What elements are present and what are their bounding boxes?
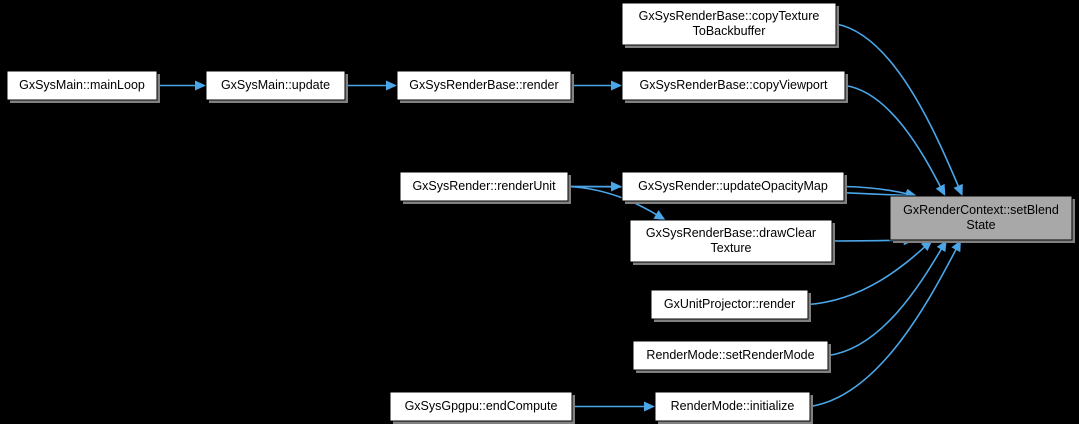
- node-label: RenderMode::setRenderMode: [646, 348, 814, 362]
- node-label: GxRenderContext::setBlend: [903, 203, 1059, 217]
- node-box[interactable]: [629, 219, 833, 263]
- node-label: RenderMode::initialize: [671, 399, 795, 413]
- edge-arrowhead: [953, 183, 963, 196]
- node-box[interactable]: [389, 391, 573, 422]
- node-box[interactable]: [621, 171, 845, 202]
- node-label: GxSysGpgpu::endCompute: [405, 399, 558, 413]
- edge-arrowhead: [935, 183, 946, 196]
- node-label: GxUnitProjector::render: [664, 297, 795, 311]
- node-label: GxSysRenderBase::render: [409, 78, 558, 92]
- node-box[interactable]: [650, 289, 809, 320]
- node-label: GxSysRenderBase::drawClear: [646, 226, 816, 240]
- node-box[interactable]: [621, 70, 846, 101]
- node-label: GxSysMain::mainLoop: [19, 78, 145, 92]
- node-label: Texture: [711, 241, 752, 255]
- node-box[interactable]: [654, 391, 811, 422]
- graph-node-renderUnit[interactable]: GxSysRender::renderUnit: [399, 171, 571, 204]
- edge-arrowhead: [653, 210, 666, 220]
- node-box[interactable]: [621, 2, 837, 46]
- edge-arrowhead: [195, 80, 206, 91]
- node-label: GxSysRenderBase::copyTexture: [639, 9, 820, 23]
- edge-endCompute-to-initialize: [572, 401, 655, 412]
- graph-node-copyViewport[interactable]: GxSysRenderBase::copyViewport: [621, 70, 848, 103]
- graph-node-unitProjectorRender[interactable]: GxUnitProjector::render: [650, 289, 811, 322]
- edge-update-to-renderBaseRender: [345, 80, 397, 91]
- graph-node-mainLoop[interactable]: GxSysMain::mainLoop: [6, 70, 160, 103]
- graph-node-endCompute[interactable]: GxSysGpgpu::endCompute: [389, 391, 575, 424]
- edge-arrowhead: [936, 240, 947, 253]
- edge-mainLoop-to-update: [157, 80, 206, 91]
- edge-arrowhead: [644, 401, 655, 412]
- edge-copyViewport-to-setBlendState: [844, 84, 946, 196]
- node-box[interactable]: [205, 70, 346, 101]
- node-box[interactable]: [889, 195, 1073, 241]
- graph-node-update[interactable]: GxSysMain::update: [205, 70, 348, 103]
- node-label: ToBackbuffer: [693, 24, 766, 38]
- edge-renderBaseRender-to-copyViewport: [571, 80, 622, 91]
- edge-initialize-to-setBlendState: [809, 240, 961, 408]
- graph-node-setRenderMode[interactable]: RenderMode::setRenderMode: [632, 340, 831, 373]
- edge-setRenderMode-to-setBlendState: [827, 240, 947, 357]
- node-box[interactable]: [632, 340, 829, 371]
- node-label: GxSysRenderBase::copyViewport: [639, 78, 828, 92]
- node-box[interactable]: [399, 171, 569, 202]
- edge-copyTextureToBackbuffer-to-setBlendState: [835, 23, 963, 196]
- node-label: GxSysMain::update: [221, 78, 330, 92]
- edge-arrowhead: [611, 80, 622, 91]
- graph-node-initialize[interactable]: RenderMode::initialize: [654, 391, 813, 424]
- graph-node-updateOpacityMap[interactable]: GxSysRender::updateOpacityMap: [621, 171, 847, 204]
- node-box[interactable]: [6, 70, 158, 101]
- edge-arrowhead: [386, 80, 397, 91]
- node-label: GxSysRender::renderUnit: [412, 179, 556, 193]
- graph-node-renderBaseRender[interactable]: GxSysRenderBase::render: [396, 70, 574, 103]
- node-box[interactable]: [396, 70, 572, 101]
- node-label: State: [966, 218, 995, 232]
- edge-arrowhead: [951, 240, 961, 253]
- node-label: GxSysRender::updateOpacityMap: [638, 179, 828, 193]
